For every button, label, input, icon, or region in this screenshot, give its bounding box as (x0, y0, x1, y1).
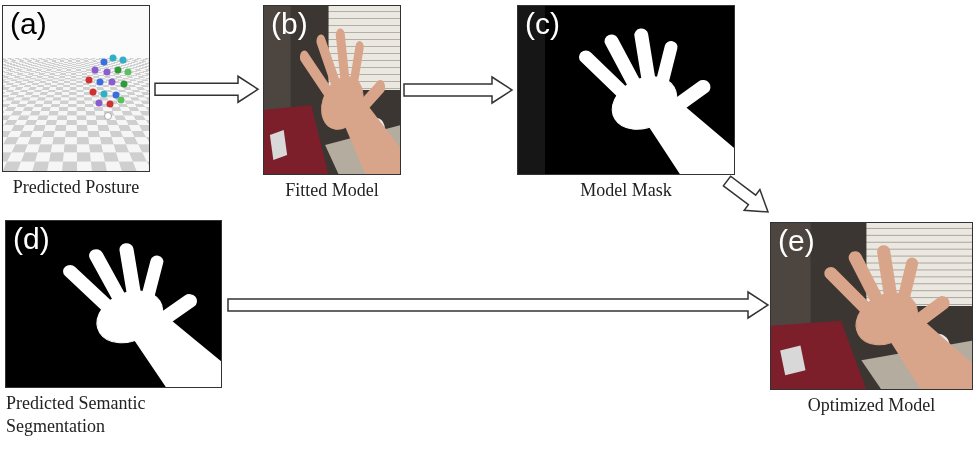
sphere (113, 92, 120, 99)
sphere (90, 89, 97, 96)
sphere (92, 67, 99, 74)
sphere (101, 59, 108, 66)
posture-spheres (86, 55, 132, 120)
hollow-arrow (155, 76, 258, 102)
hollow-arrow (404, 77, 512, 103)
hand-photo (770, 222, 973, 390)
panel-letter: (c) (518, 6, 560, 39)
panel-caption: Predicted Semantic Segmentation (6, 392, 196, 437)
sphere (107, 101, 114, 108)
hand-mask (70, 250, 222, 388)
image-panel: (d)Predicted Semantic Segmentation (5, 220, 222, 388)
sphere (125, 69, 132, 76)
panel-caption: Optimized Model (808, 394, 935, 417)
panel-caption: Model Mask (580, 179, 672, 202)
sphere (104, 69, 111, 76)
panel-caption: Fitted Model (285, 179, 379, 202)
sphere (105, 113, 112, 120)
panel-letter: (b) (264, 6, 308, 39)
image-panel: (e)Optimized Model (770, 222, 973, 390)
sphere (110, 55, 117, 62)
mask-ground (517, 5, 735, 175)
hollow-arrow (228, 292, 768, 318)
sphere (118, 97, 125, 104)
sphere (109, 79, 116, 86)
panel-caption: Predicted Posture (13, 176, 139, 199)
hollow-arrow (723, 176, 768, 212)
hand-mask (586, 35, 735, 175)
sphere (121, 81, 128, 88)
sphere (120, 57, 127, 64)
image-panel: (b)Fitted Model (263, 5, 401, 175)
mask-ground (5, 220, 222, 388)
panel-letter: (a) (3, 6, 47, 39)
image-panel: (a)Predicted Posture (2, 5, 150, 172)
sphere (86, 77, 93, 84)
sphere (101, 91, 108, 98)
panel-letter: (e) (771, 223, 815, 256)
sphere (96, 100, 103, 107)
panel-letter: (d) (6, 221, 50, 254)
image-panel: (c)Model Mask (517, 5, 735, 175)
sphere (97, 79, 104, 86)
sphere (115, 67, 122, 74)
hand-photo (263, 5, 401, 175)
